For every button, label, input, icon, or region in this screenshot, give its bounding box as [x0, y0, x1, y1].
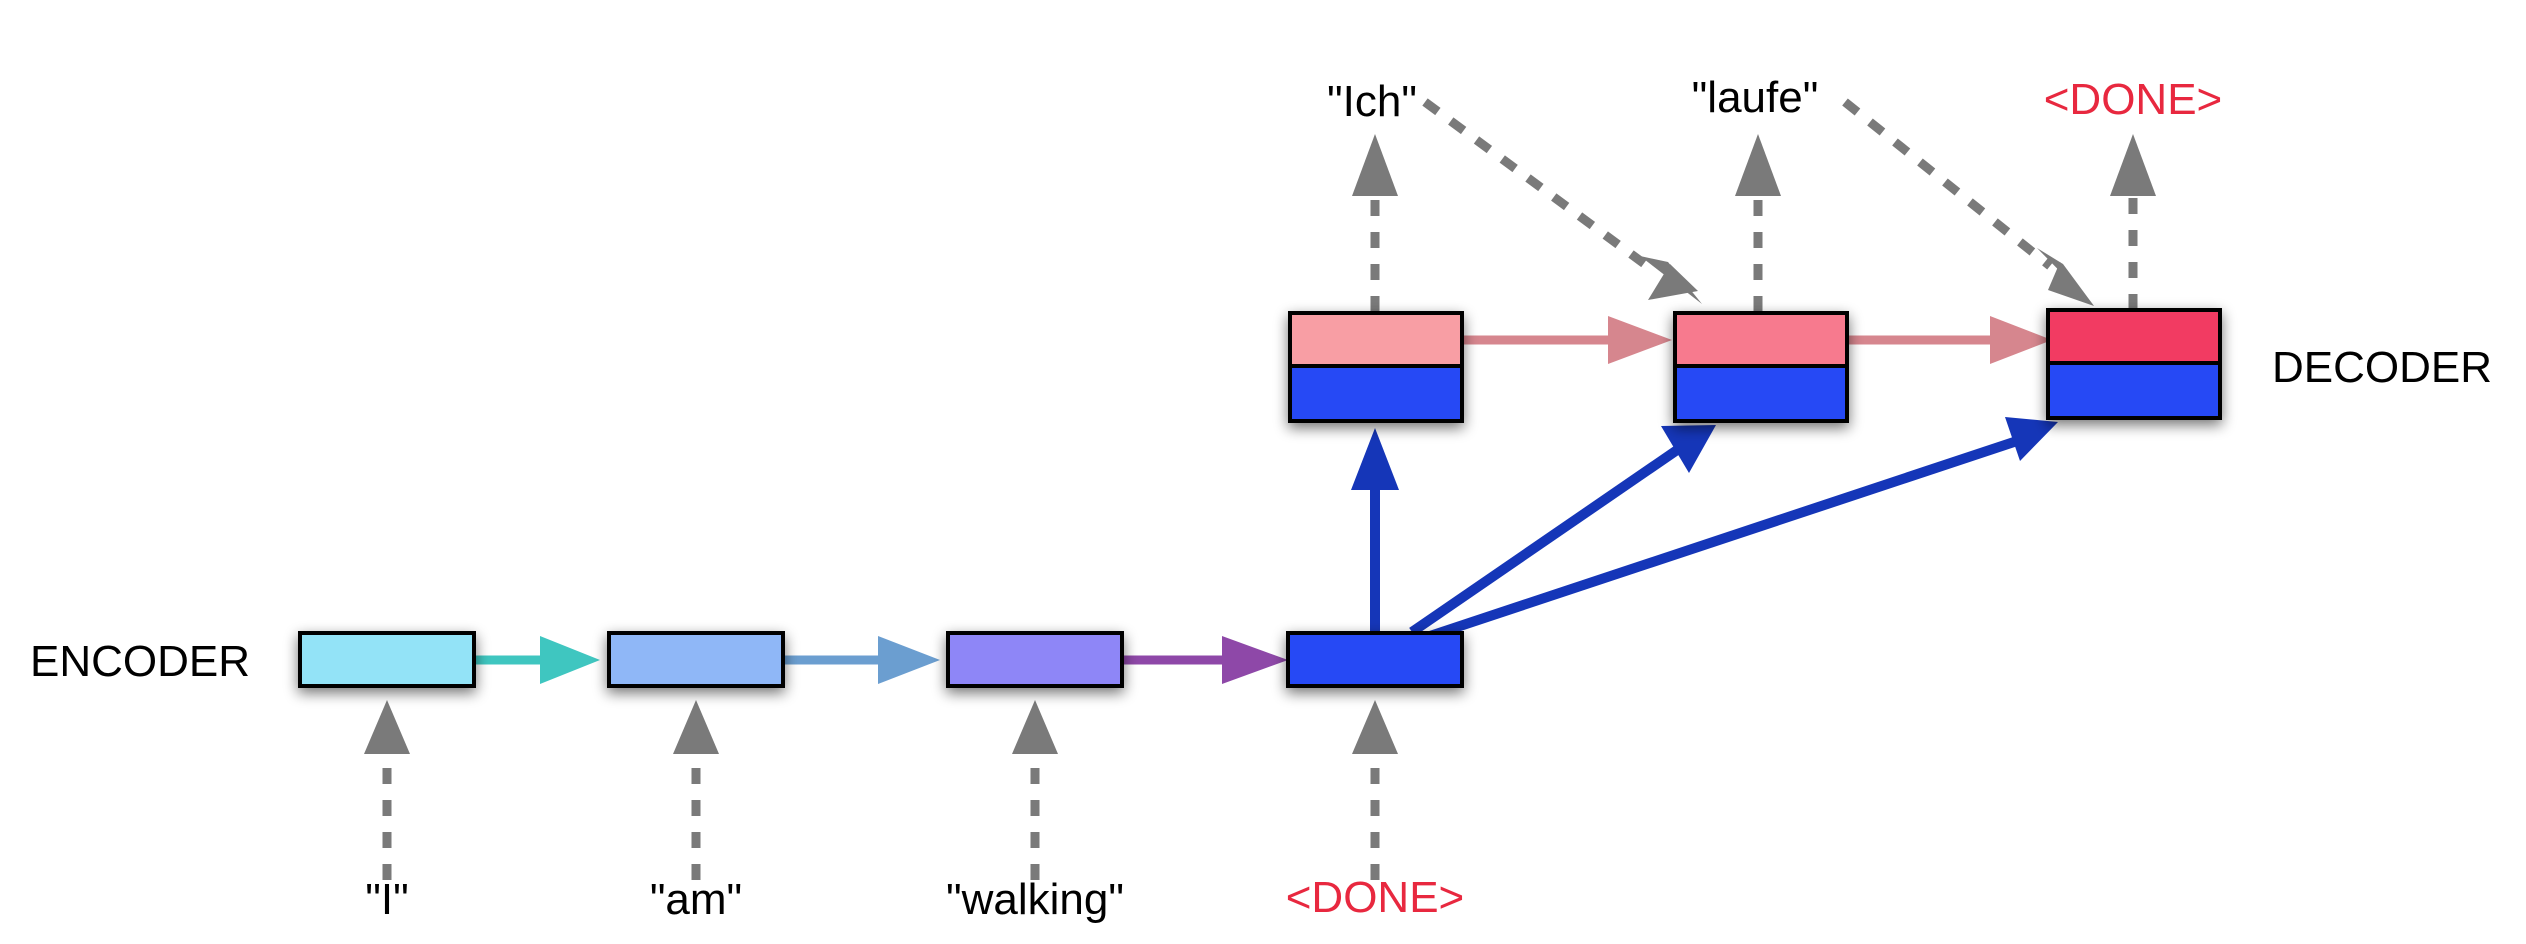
encoder-link-3 [1122, 636, 1288, 684]
output-done-token: <DONE> [2044, 75, 2223, 124]
output-word-1: "Ich" [1327, 77, 1417, 126]
decoder-cell-1-bottom [1290, 366, 1462, 421]
encoder-cell-3 [946, 631, 1124, 688]
decoder-cell-2 [1673, 311, 1849, 423]
encoder-link-2 [783, 636, 940, 684]
decoder-label: DECODER [2272, 343, 2492, 392]
feedback-arrow-1 [1422, 98, 1702, 304]
decoder-cell-3 [2046, 308, 2222, 420]
decoder-cell-1-top [1290, 313, 1462, 366]
context-arrow-3 [1428, 417, 2058, 641]
context-arrow-2 [1409, 425, 1716, 637]
decoder-cell-3-bottom [2048, 363, 2220, 418]
input-arrow-3 [1012, 700, 1058, 880]
decoder-cell-1 [1288, 311, 1464, 423]
encoder-link-1 [474, 636, 600, 684]
encoder-label: ENCODER [30, 637, 250, 686]
encoder-cell-2 [607, 631, 785, 688]
output-arrow-1 [1352, 134, 1398, 312]
decoder-link-1 [1462, 316, 1672, 364]
encoder-cell-4 [1286, 631, 1464, 688]
input-arrow-1 [364, 700, 410, 880]
input-arrow-2 [673, 700, 719, 880]
context-arrow-1 [1351, 428, 1399, 632]
decoder-link-2 [1847, 316, 2052, 364]
input-arrow-4 [1352, 700, 1398, 880]
input-word-3: "walking" [946, 875, 1124, 924]
decoder-cell-2-bottom [1675, 366, 1847, 421]
feedback-arrow-2 [1842, 98, 2094, 306]
decoder-cell-2-top [1675, 313, 1847, 366]
input-word-1: "I" [365, 875, 408, 924]
output-arrow-2 [1735, 134, 1781, 312]
output-word-2: "laufe" [1692, 73, 1819, 122]
decoder-cell-3-top [2048, 310, 2220, 363]
input-done-token: <DONE> [1286, 873, 1465, 922]
input-word-2: "am" [650, 875, 742, 924]
output-arrow-3 [2110, 134, 2156, 310]
encoder-cell-1 [298, 631, 476, 688]
